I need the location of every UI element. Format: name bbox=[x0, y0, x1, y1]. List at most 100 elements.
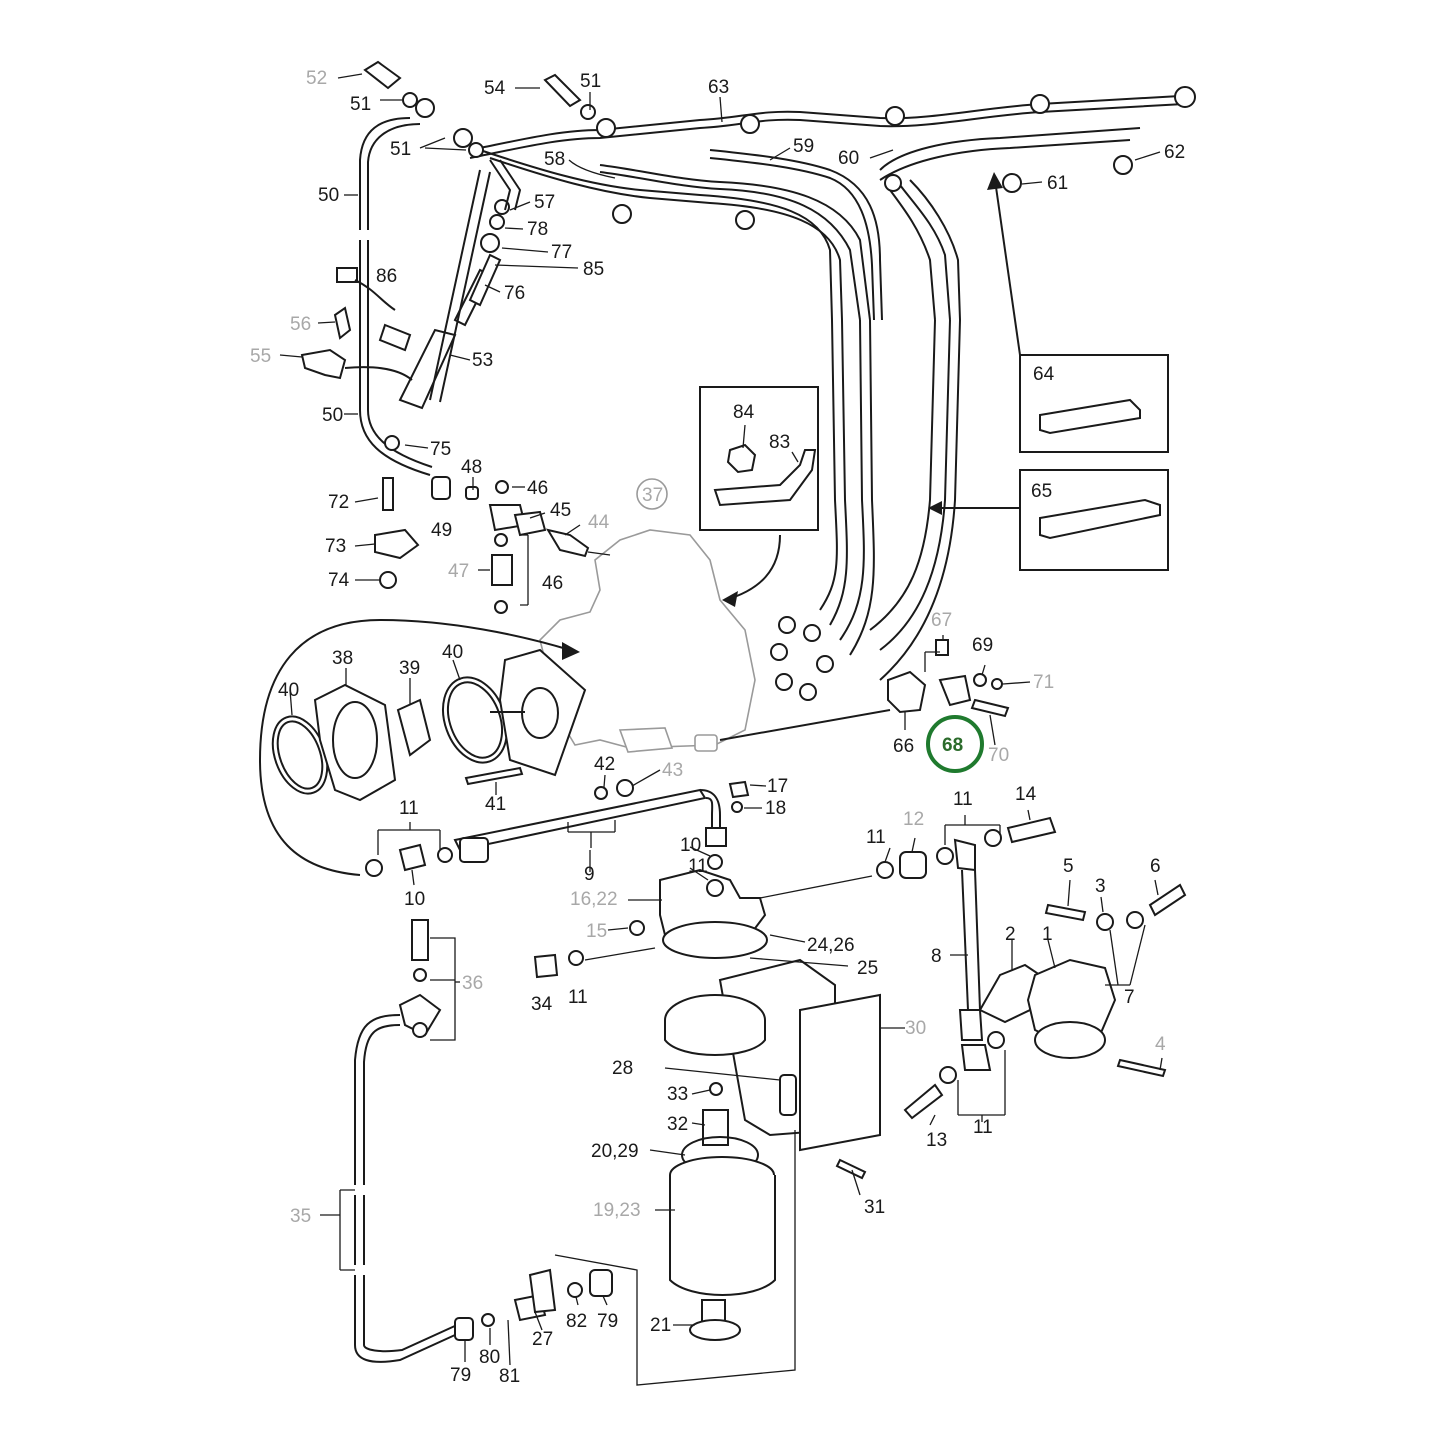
callout-5: 5 bbox=[1063, 856, 1074, 877]
reference-arrows bbox=[258, 172, 1021, 876]
banjo-bolts-top-left bbox=[363, 60, 596, 158]
callout-46-top: 46 bbox=[527, 478, 548, 499]
callout-11-bottom: 11 bbox=[973, 1117, 993, 1138]
callout-69: 69 bbox=[972, 635, 993, 656]
inset-box-83-84 bbox=[699, 386, 819, 531]
callout-50-bottom: 50 bbox=[322, 405, 343, 426]
callout-81: 81 bbox=[499, 1366, 520, 1387]
callout-57: 57 bbox=[534, 192, 555, 213]
callout-20-29: 20,29 bbox=[591, 1141, 639, 1162]
callout-35: 35 bbox=[290, 1206, 311, 1227]
callout-36: 36 bbox=[462, 973, 483, 994]
callout-19-23: 19,23 bbox=[593, 1200, 641, 1221]
callout-66: 66 bbox=[893, 736, 914, 757]
callout-34: 34 bbox=[531, 994, 553, 1015]
callout-50-top: 50 bbox=[318, 185, 339, 206]
callout-48: 48 bbox=[461, 457, 482, 478]
callout-83: 83 bbox=[769, 432, 790, 453]
callout-53: 53 bbox=[472, 350, 493, 371]
callout-51-lower: 51 bbox=[390, 139, 411, 160]
return-line-lower bbox=[354, 919, 613, 1363]
callout-46-bottom: 46 bbox=[542, 573, 563, 594]
callout-82: 82 bbox=[566, 1311, 587, 1332]
callout-25: 25 bbox=[857, 958, 878, 979]
callout-33: 33 bbox=[667, 1084, 688, 1105]
injection-pump-outline bbox=[539, 478, 756, 753]
callout-65: 65 bbox=[1031, 481, 1052, 502]
callout-31: 31 bbox=[864, 1197, 885, 1218]
callout-49: 49 bbox=[431, 520, 452, 541]
water-separator-housing bbox=[664, 958, 881, 1180]
callout-75: 75 bbox=[430, 439, 451, 460]
feed-pump bbox=[978, 883, 1187, 1078]
callout-30: 30 bbox=[905, 1018, 926, 1039]
callout-2: 2 bbox=[1005, 924, 1016, 945]
leak-off-return-line bbox=[359, 117, 433, 476]
callout-39: 39 bbox=[399, 658, 420, 679]
injector-clamp bbox=[300, 306, 413, 381]
feed-line-parts-right bbox=[876, 816, 1057, 1120]
callout-27: 27 bbox=[532, 1329, 553, 1350]
callout-58: 58 bbox=[544, 149, 565, 170]
injector-assembly bbox=[398, 159, 522, 410]
callout-71: 71 bbox=[1033, 672, 1054, 693]
callout-28: 28 bbox=[612, 1058, 633, 1079]
callout-14: 14 bbox=[1015, 784, 1037, 805]
callout-72: 72 bbox=[328, 492, 349, 513]
callout-64: 64 bbox=[1033, 364, 1055, 385]
callout-63: 63 bbox=[708, 77, 729, 98]
fuel-hose-9 bbox=[365, 780, 750, 877]
callout-11-left: 11 bbox=[399, 798, 419, 819]
callout-11-filterhead: 11 bbox=[688, 856, 708, 877]
fuel-filter-element bbox=[669, 1156, 776, 1341]
callout-70: 70 bbox=[988, 745, 1009, 766]
callout-59: 59 bbox=[793, 136, 814, 157]
inset-box-65 bbox=[1019, 469, 1169, 571]
callout-55: 55 bbox=[250, 346, 271, 367]
callout-40-left: 40 bbox=[278, 680, 299, 701]
callout-43: 43 bbox=[662, 760, 683, 781]
callout-54: 54 bbox=[484, 78, 506, 99]
callout-7: 7 bbox=[1124, 987, 1135, 1008]
callout-74: 74 bbox=[328, 570, 350, 591]
sensor-cable bbox=[336, 267, 412, 352]
callout-18: 18 bbox=[765, 798, 786, 819]
callout-79-left: 79 bbox=[450, 1365, 471, 1386]
callout-78: 78 bbox=[527, 219, 548, 240]
callout-84: 84 bbox=[733, 402, 755, 423]
callout-16-22: 16,22 bbox=[570, 889, 618, 910]
callout-45: 45 bbox=[550, 500, 571, 521]
pipe-union-nuts bbox=[453, 86, 1196, 701]
callout-52: 52 bbox=[306, 68, 327, 89]
stop-bracket-parts bbox=[719, 639, 1010, 741]
callout-62: 62 bbox=[1164, 142, 1185, 163]
callout-76: 76 bbox=[504, 283, 525, 304]
callout-3: 3 bbox=[1095, 876, 1106, 897]
callout-11-34: 11 bbox=[568, 987, 588, 1008]
callout-85: 85 bbox=[583, 259, 604, 280]
callout-9: 9 bbox=[584, 864, 595, 885]
drive-flange-parts bbox=[271, 648, 634, 802]
callout-67: 67 bbox=[931, 610, 952, 631]
callout-1: 1 bbox=[1042, 924, 1053, 945]
callout-40-top: 40 bbox=[442, 642, 463, 663]
callout-12: 12 bbox=[903, 809, 924, 830]
pump-fittings-group bbox=[374, 435, 590, 614]
callout-6: 6 bbox=[1150, 856, 1161, 877]
callout-10b: 10 bbox=[404, 889, 425, 910]
callout-37: 37 bbox=[642, 485, 663, 506]
callout-15: 15 bbox=[586, 921, 607, 942]
injector-delivery-pipes bbox=[469, 95, 1185, 681]
inset-box-64 bbox=[1019, 354, 1169, 453]
fuel-filter-head bbox=[533, 854, 768, 979]
callout-17: 17 bbox=[767, 776, 788, 797]
callout-86: 86 bbox=[376, 266, 397, 287]
callout-11-right-b: 11 bbox=[953, 789, 973, 810]
callout-42: 42 bbox=[594, 754, 615, 775]
callout-32: 32 bbox=[667, 1114, 688, 1135]
callout-21: 21 bbox=[650, 1315, 671, 1336]
callout-77: 77 bbox=[551, 242, 572, 263]
callout-51-top: 51 bbox=[580, 71, 601, 92]
callout-labels: 1 2 3 4 5 6 7 8 9 10 10 11 11 11 11 11 1… bbox=[250, 68, 1185, 1387]
